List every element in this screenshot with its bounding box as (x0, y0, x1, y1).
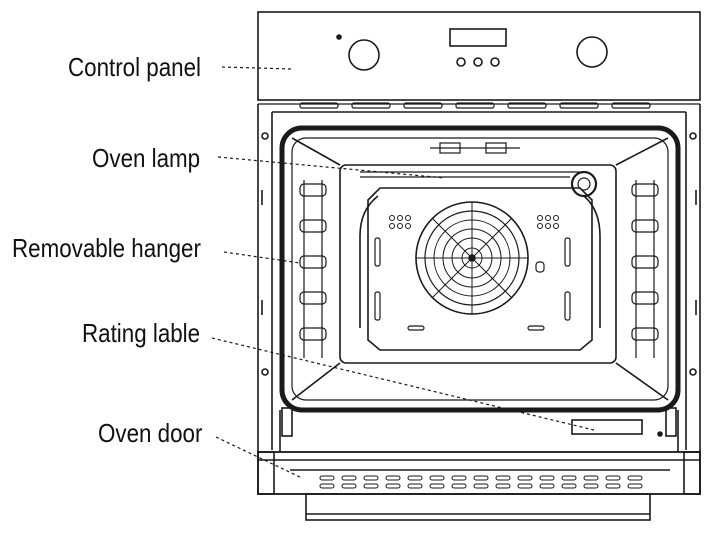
button-2 (473, 57, 483, 67)
leader-control-panel (221, 66, 293, 70)
leader-rating-label (211, 337, 595, 431)
door-vents (319, 475, 643, 489)
leader-removable-hanger (223, 251, 301, 264)
leader-lines (211, 66, 595, 479)
label-rating-label: Rating lable (82, 318, 201, 348)
label-removable-hanger: Removable hanger (12, 233, 201, 263)
knob-icon-left (348, 39, 380, 71)
leader-oven-door (215, 436, 303, 479)
frame (257, 104, 701, 452)
label-oven-door: Oven door (98, 418, 203, 448)
display-window (449, 28, 507, 47)
lamp-area (360, 142, 598, 198)
knob-icon-right (576, 36, 608, 68)
door-handle (305, 493, 651, 521)
label-oven-lamp: Oven lamp (92, 143, 201, 173)
hanger-left (299, 180, 327, 358)
door-seal (279, 125, 681, 413)
leader-oven-lamp (217, 156, 446, 179)
hole-clusters (389, 215, 559, 229)
vent-strip (258, 102, 700, 109)
lamp-icon (570, 170, 598, 198)
fan-icon (415, 201, 529, 315)
rating-plate (571, 419, 643, 435)
hanger-right (631, 180, 659, 358)
oven-door (257, 407, 701, 495)
button-1 (456, 57, 466, 67)
control-panel (257, 11, 701, 101)
button-3 (490, 57, 500, 67)
back-slots (374, 237, 571, 331)
cavity (291, 137, 669, 401)
label-control-panel: Control panel (68, 52, 202, 82)
